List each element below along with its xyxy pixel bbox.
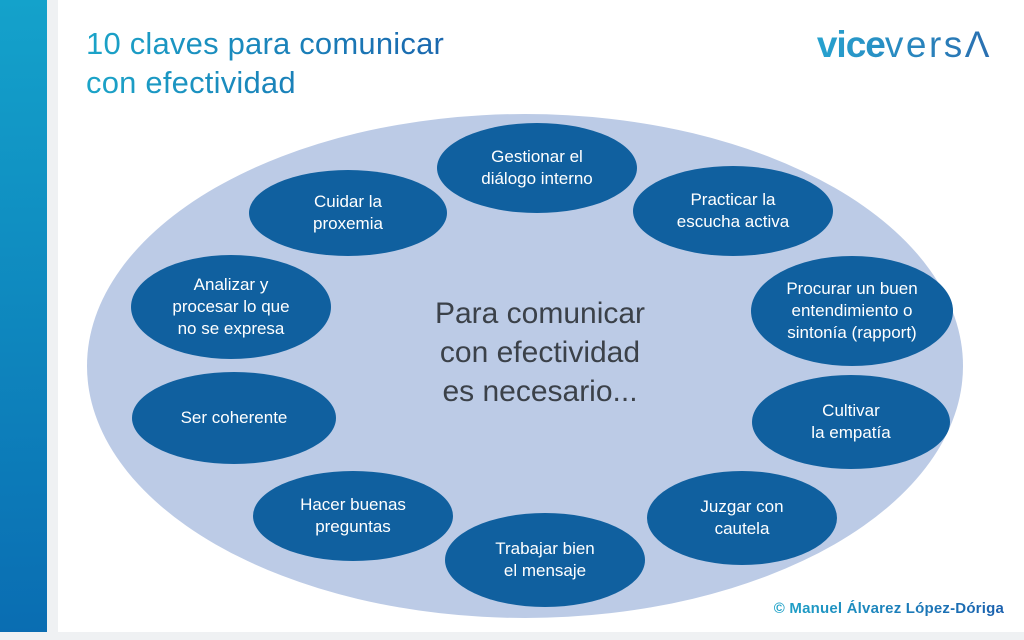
logo-text-bold: vice (816, 24, 885, 65)
key-ellipse-analizar-lo-no-expresado: Analizar y procesar lo que no se expresa (131, 255, 331, 359)
key-ellipse-procurar-entendimiento-rapport: Procurar un buen entendimiento o sintoní… (751, 256, 953, 366)
key-ellipse-juzgar-con-cautela: Juzgar con cautela (647, 471, 837, 565)
key-ellipse-trabajar-bien-mensaje: Trabajar bien el mensaje (445, 513, 645, 607)
key-ellipse-hacer-buenas-preguntas: Hacer buenas preguntas (253, 471, 453, 561)
key-ellipse-cultivar-empatia: Cultivar la empatía (752, 375, 950, 469)
slide-edge-shadow-bottom (0, 632, 1024, 640)
viceversa-logo: viceversΛ (817, 26, 992, 63)
page-title: 10 claves para comunicar con efectividad (86, 24, 444, 103)
key-ellipse-practicar-escucha-activa: Practicar la escucha activa (633, 166, 833, 256)
left-accent-bar (0, 0, 47, 632)
central-statement: Para comunicar con efectividad es necesa… (434, 297, 646, 408)
copyright-credit: © Manuel Álvarez López-Dóriga (773, 600, 1004, 617)
logo-text-light: versΛ (884, 24, 992, 65)
key-ellipse-ser-coherente: Ser coherente (132, 372, 336, 464)
key-ellipse-cuidar-proxemia: Cuidar la proxemia (249, 170, 447, 256)
slide-edge-shadow-vertical (47, 0, 58, 632)
key-ellipse-gestionar-dialogo-interno: Gestionar el diálogo interno (437, 123, 637, 213)
